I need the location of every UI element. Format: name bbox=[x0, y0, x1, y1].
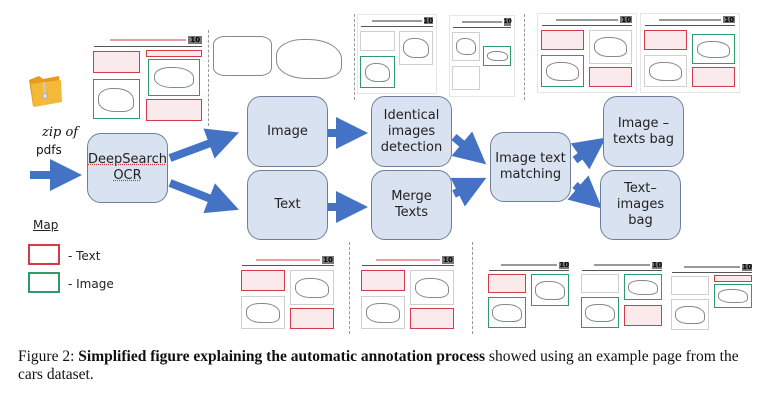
legend-title: Map bbox=[33, 218, 59, 232]
page-number: 10 bbox=[723, 15, 736, 24]
node-image-texts-bag: Image – texts bag bbox=[603, 96, 684, 167]
page-number: 10 bbox=[423, 16, 434, 25]
arrow-matching-to-bag2 bbox=[567, 175, 603, 209]
flow-arrows bbox=[30, 117, 606, 223]
thumbnail-ocr-page: 10 bbox=[89, 33, 207, 125]
arrow-matching-to-bag1 bbox=[570, 137, 606, 170]
page-number: 10 bbox=[442, 255, 454, 264]
page-number: 10 bbox=[503, 18, 512, 26]
legend-swatch-image bbox=[28, 272, 60, 293]
caption-bold: Simplified figure explaining the automat… bbox=[78, 348, 486, 365]
arrow-ocr-to-image bbox=[168, 128, 240, 162]
node-identical-images-detection: Identical images detection bbox=[371, 96, 452, 167]
input-label-italic: zip of bbox=[42, 125, 79, 140]
arrow-merge-to-matching bbox=[450, 177, 487, 207]
divider bbox=[349, 242, 350, 334]
page-number: 10 bbox=[322, 255, 334, 264]
legend-label-text: - Text bbox=[68, 249, 101, 263]
thumbnail-text-2: 10 bbox=[358, 254, 458, 334]
divider bbox=[354, 14, 355, 100]
node-merge-texts: Merge Texts bbox=[371, 170, 452, 240]
thumbnail-bag-2: 10 bbox=[640, 13, 740, 93]
figure-caption: Figure 2: Simplified figure explaining t… bbox=[18, 348, 753, 384]
page-number: 10 bbox=[620, 15, 633, 24]
thumbnail-text-1: 10 bbox=[238, 254, 338, 334]
thumbnail-identical-1: 10 bbox=[357, 14, 437, 94]
legend-label-image: - Image bbox=[68, 277, 114, 291]
divider bbox=[472, 242, 473, 334]
caption-rest: showed using an example page from the ca… bbox=[18, 348, 739, 383]
thumbnail-extracted-images bbox=[210, 30, 348, 88]
node-image: Image bbox=[247, 96, 328, 167]
arrow-identical-to-matching bbox=[451, 131, 487, 165]
zip-folder-icon bbox=[25, 70, 65, 110]
input-label: pdfs bbox=[36, 143, 62, 157]
page-number: 10 bbox=[741, 263, 753, 272]
thumbnail-text-bag-2: 10 bbox=[578, 260, 666, 332]
node-text: Text bbox=[247, 170, 328, 240]
page-number: 10 bbox=[558, 261, 570, 270]
node-deepsearch-ocr: DeepSearch OCR bbox=[87, 133, 168, 203]
thumbnail-bag-1: 10 bbox=[537, 13, 637, 93]
node-text-images-bag: Text– images bag bbox=[600, 170, 681, 240]
page-number: 10 bbox=[651, 261, 663, 270]
caption-prefix: Figure 2: bbox=[18, 348, 79, 365]
divider bbox=[208, 30, 209, 126]
arrow-ocr-to-text bbox=[168, 179, 239, 214]
node-image-text-matching: Image text matching bbox=[490, 132, 571, 202]
thumbnail-text-bag-3: 10 bbox=[668, 262, 756, 334]
legend-swatch-text bbox=[28, 244, 60, 265]
divider bbox=[524, 14, 525, 100]
thumbnail-text-bag-1: 10 bbox=[485, 260, 573, 332]
thumbnail-identical-2: 10 bbox=[449, 15, 515, 97]
page-number: 10 bbox=[188, 35, 203, 45]
